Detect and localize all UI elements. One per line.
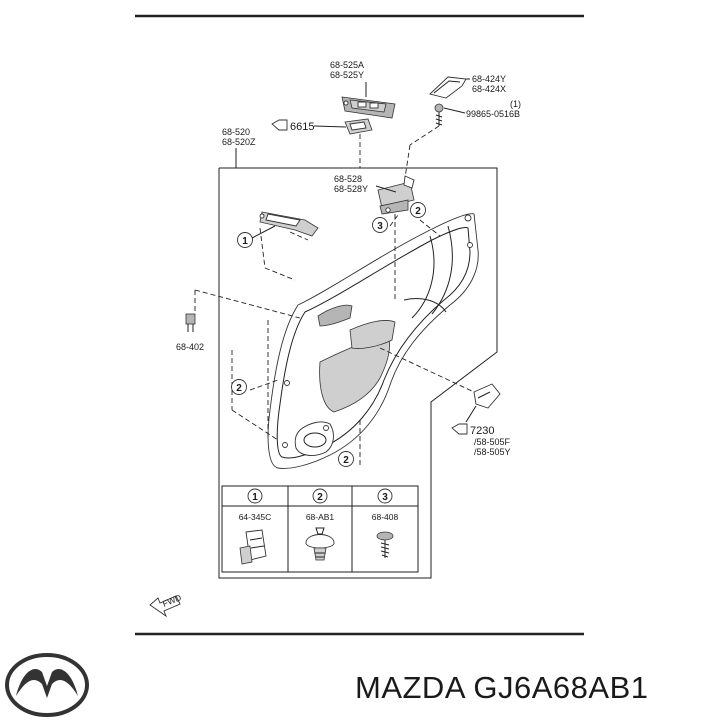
cap-part [473, 383, 501, 409]
diagram-frame [218, 167, 498, 579]
label-clip-side: 68-402 [176, 342, 204, 352]
svg-text:2: 2 [343, 455, 349, 466]
legend-header-3: 3 [377, 488, 393, 504]
label-trim-1: 68-520 [222, 127, 250, 137]
bracket-part [377, 175, 415, 215]
svg-text:3: 3 [377, 221, 383, 232]
legend-code-3: 68-408 [372, 512, 399, 522]
svg-text:2: 2 [317, 492, 323, 503]
legend-header-1: 1 [247, 488, 263, 504]
label-cap-2: /58-505F [474, 437, 511, 447]
label-trim-2: 68-520Z [222, 137, 256, 147]
svg-text:6615: 6615 [290, 121, 314, 133]
legend-clip-1-drawing [239, 529, 267, 565]
label-cover-1: 68-424Y [472, 74, 506, 84]
svg-text:1: 1 [242, 236, 248, 247]
forward-arrow: FWD [149, 592, 183, 618]
svg-text:1: 1 [252, 492, 258, 503]
legend-header-2: 2 [312, 488, 328, 504]
callout-2-left: 2 [231, 379, 247, 395]
callout-3-top: 3 [372, 217, 388, 233]
label-cover-2: 68-424X [472, 84, 506, 94]
label-bracket-2: 68-528Y [334, 184, 368, 194]
mazda-logo [5, 653, 89, 717]
cap-code-tag: 7230 [451, 423, 494, 437]
svg-text:7230: 7230 [470, 425, 494, 437]
label-screw-note: (1) [510, 99, 521, 109]
clip-legend-table: 1 2 3 64-345C 68-AB1 68-408 [221, 485, 419, 573]
callout-2-bottom: 2 [338, 451, 354, 467]
inner-handle-part [259, 211, 319, 237]
cover-part [429, 76, 467, 99]
grip-part [344, 118, 373, 135]
svg-text:3: 3 [382, 492, 388, 503]
legend-code-2: 68-AB1 [306, 512, 335, 522]
grip-code-tag: 6615 [271, 119, 314, 133]
door-trim-panel [267, 213, 479, 469]
label-switch-2: 68-525Y [330, 70, 364, 80]
legend-screw-3-drawing [376, 531, 394, 558]
label-bracket-1: 68-528 [334, 174, 362, 184]
screw-part [434, 103, 444, 126]
svg-text:2: 2 [415, 206, 421, 217]
svg-text:2: 2 [236, 383, 242, 394]
brand-part-number: MAZDA GJ6A68AB1 [355, 670, 649, 705]
clip-part [185, 313, 196, 332]
label-cap-3: /58-505Y [474, 447, 511, 457]
label-switch-1: 68-525A [330, 60, 364, 70]
callout-1: 1 [237, 232, 253, 248]
legend-clip-2-drawing [305, 527, 335, 561]
callout-2-top: 2 [410, 202, 426, 218]
label-screw-code: 99865-0516B [466, 109, 520, 119]
legend-code-1: 64-345C [239, 512, 272, 522]
window-switch-part [341, 96, 396, 119]
